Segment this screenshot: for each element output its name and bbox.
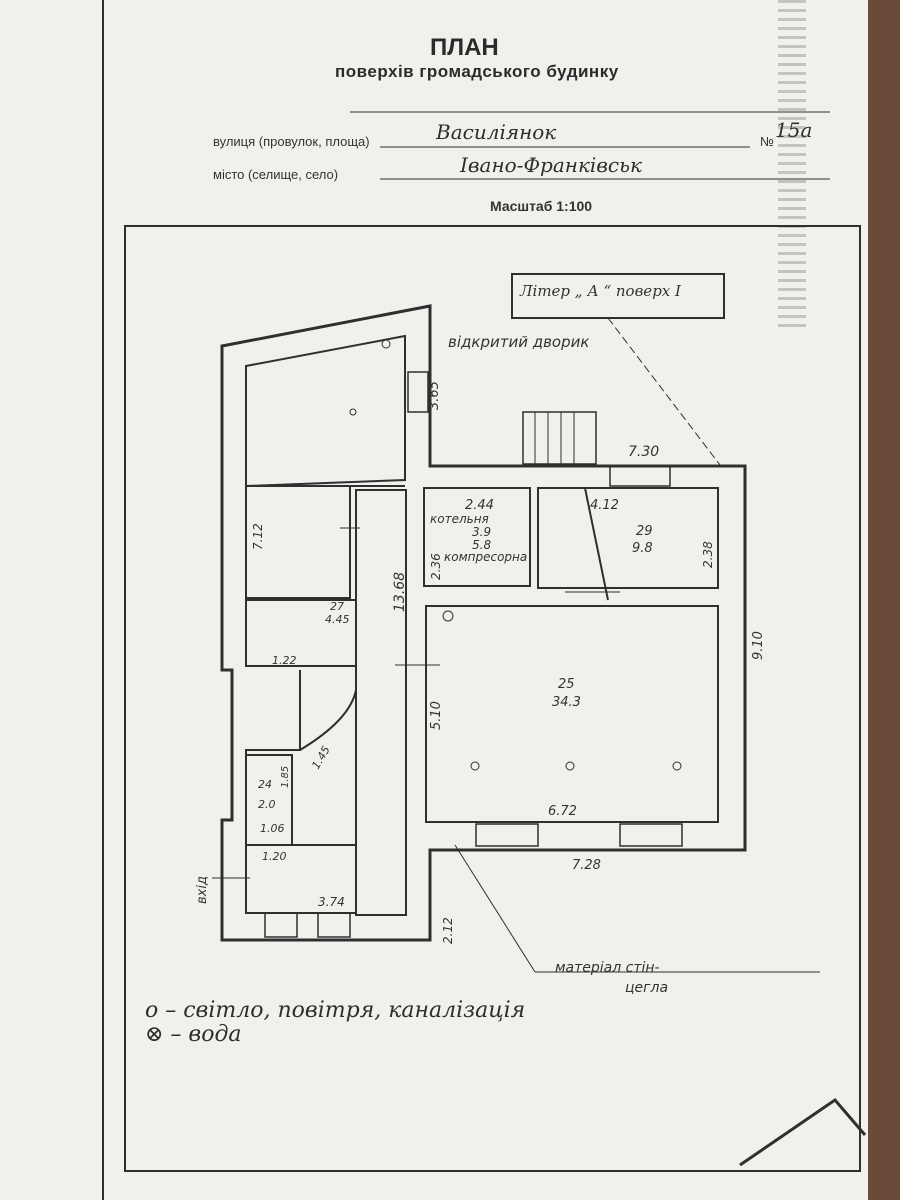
dim-510: 5.10 [429,701,444,730]
dim-106: 1.06 [260,822,285,835]
room-27-area: 4.45 [325,613,350,626]
street-value: Василіянок [436,120,557,144]
dim-672: 6.72 [548,804,577,819]
entrance-label: вхід [195,876,210,904]
material-label: матеріал стін- [555,960,660,976]
dim-412: 4.12 [590,498,619,513]
dim-120: 1.20 [262,850,287,863]
dim-728: 7.28 [572,858,601,873]
city-label: місто (селище, село) [213,167,339,182]
dim-courtyard: 3.65 [427,381,442,410]
dim-244: 2.44 [465,498,494,513]
dim-185: 1.85 [280,766,291,788]
street-label: вулиця (провулок, площа) [213,134,370,149]
plan-subtitle: поверхів громадського будинку [335,62,619,81]
plan-title: ПЛАН [430,34,499,61]
room-boiler-label: котельня [430,512,489,526]
dim-236: 2.36 [429,553,443,580]
document-sheet [0,0,868,1200]
dim-374: 3.74 [318,895,345,909]
courtyard-label: відкритий дворик [448,333,589,351]
room-25-area: 34.3 [552,695,581,710]
legend-item-light: о – світло, повітря, каналізація [145,998,526,1023]
room-27-number: 27 [330,600,344,613]
number-label: № [760,134,774,149]
room-24-number: 24 [258,778,272,791]
dim-712: 7.12 [251,523,265,550]
dim-910: 9.10 [751,631,766,660]
room-compressor-label: компресорна [444,550,527,564]
dim-1368: 13.68 [392,572,408,612]
room-29-area: 9.8 [632,541,653,556]
city-value: Івано-Франківськ [460,153,642,177]
room-boiler-area2: 5.8 [472,538,491,552]
legend-item-water: ⊗ – вода [145,1022,242,1047]
room-boiler-area: 3.9 [472,525,491,539]
dim-730: 7.30 [628,444,659,460]
material-value: цегла [625,980,668,996]
scale-label: Масштаб 1:100 [490,198,593,214]
room-24-area: 2.0 [258,798,276,811]
dim-122: 1.22 [272,654,297,667]
room-25-number: 25 [558,677,575,692]
tape-strip [778,0,806,330]
number-value: 15а [775,118,813,142]
dim-145: 1.45 [309,744,333,772]
litera-stamp: Літер „ А “ поверх І [520,282,681,300]
dim-238: 2.38 [701,541,715,568]
room-29-number: 29 [636,524,653,539]
dim-212: 2.12 [441,917,455,944]
